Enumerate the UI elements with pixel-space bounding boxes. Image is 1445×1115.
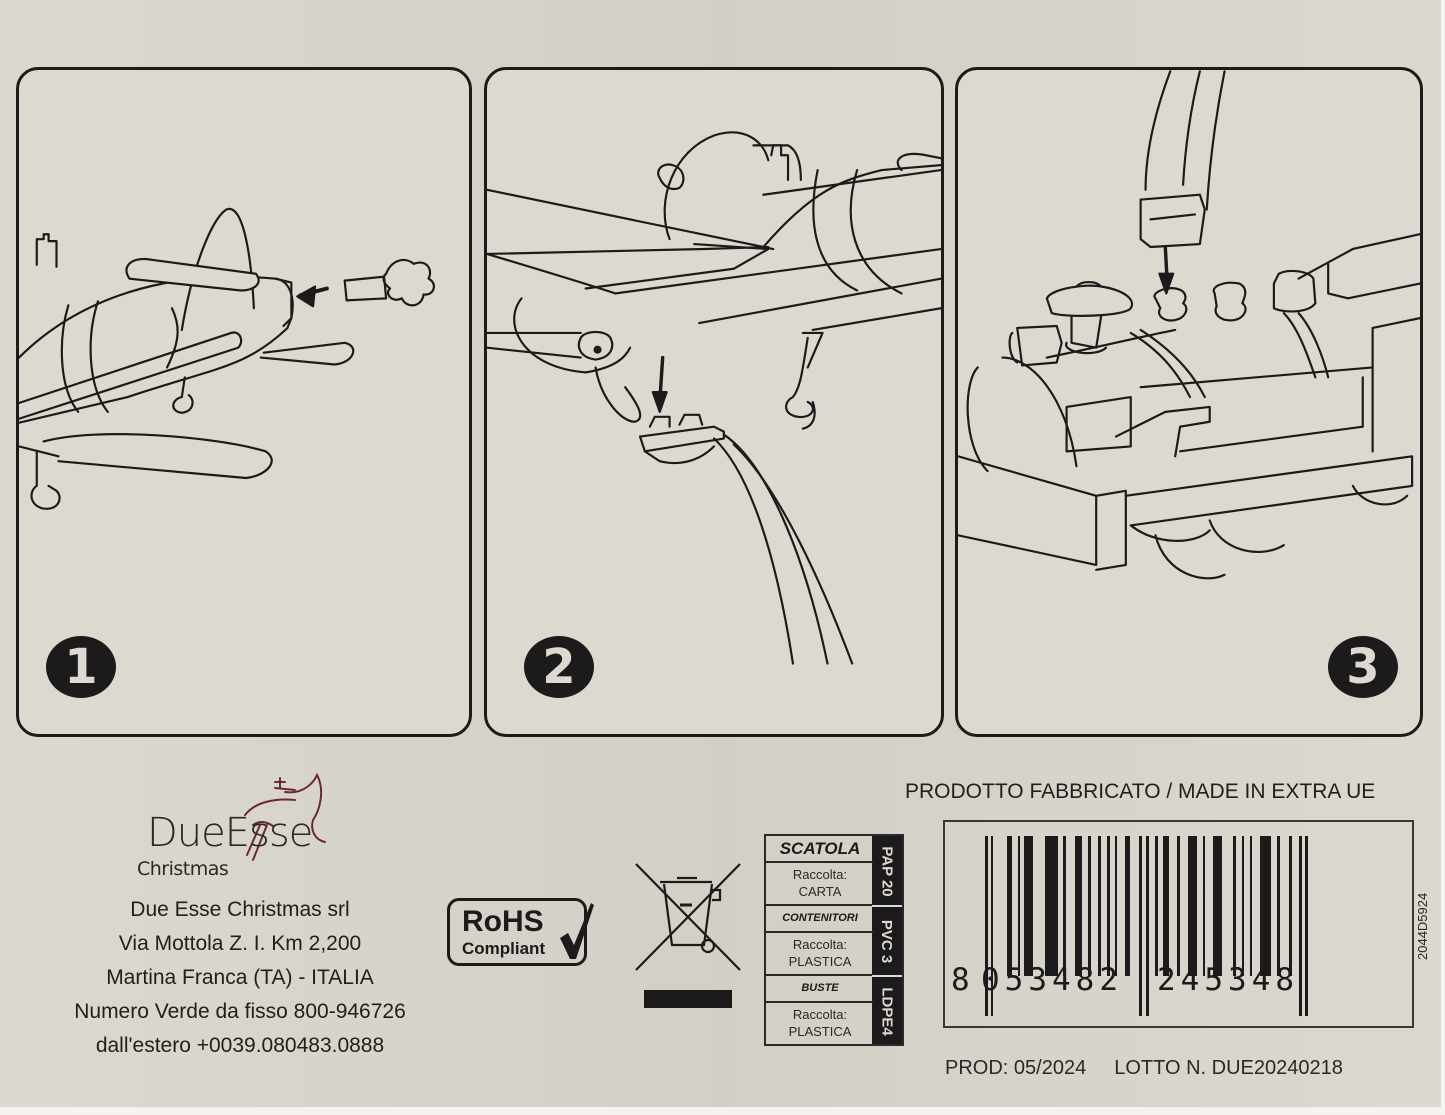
international-number: dall'estero +0039.080483.0888 (95, 1034, 385, 1057)
recycling-code: LDPE4 (878, 986, 896, 1036)
airplane-stand-illustration (487, 131, 941, 665)
dueesse-christmas-logo: DueEsse Christmas (135, 770, 335, 885)
collection-label: Raccolta: (792, 867, 848, 882)
barcode-bars (985, 836, 1308, 1016)
train-stand-illustration (958, 70, 1420, 580)
rohs-compliant-badge: RoHS Compliant (447, 898, 587, 966)
city-country: Martina Franca (TA) - ITALIA (106, 966, 374, 989)
recycling-code-column (872, 836, 902, 1044)
recycling-table: SCATOLA Raccolta: CARTA PAP 20 CONTENITO… (764, 834, 904, 1046)
made-in-label: PRODOTTO FABBRICATO / MADE IN EXTRA UE (905, 780, 1376, 803)
toll-free-number: Numero Verde da fisso 800-946726 (74, 1000, 406, 1023)
recycling-row-bags: BUSTE Raccolta: PLASTICA (766, 976, 874, 1046)
company-address: Due Esse Christmas srl Via Mottola Z. I.… (40, 893, 440, 1063)
photo-edge (0, 1107, 1445, 1115)
lot-number: LOTTO N. DUE20240218 (1114, 1057, 1343, 1079)
weee-bar (644, 990, 732, 1008)
recycling-code: PVC 3 (878, 919, 896, 963)
checkmark-icon (560, 903, 594, 959)
barcode-left-digits: 053482 (981, 962, 1123, 998)
production-info: PROD: 05/2024 LOTTO N. DUE20240218 (945, 1057, 1343, 1080)
recycling-item: CONTENITORI (766, 906, 874, 933)
instruction-panel-3: 3 (955, 67, 1423, 737)
recycling-row-containers: CONTENITORI Raccolta: PLASTICA (766, 906, 874, 976)
recycling-code: PAP 20 (878, 845, 896, 897)
barcode: 8 053482 245348 (943, 820, 1414, 1028)
side-code: 2044D5924 (1415, 892, 1430, 960)
step-number-badge: 2 (524, 636, 594, 698)
crossed-out-wheelie-bin-icon (635, 863, 741, 971)
rohs-title: RoHS (462, 905, 544, 938)
instruction-panel-1: 1 (16, 67, 472, 737)
reindeer-logo-icon (244, 772, 326, 861)
rohs-subtitle: Compliant (462, 939, 546, 958)
photo-edge (1441, 0, 1445, 1115)
collection-label: Raccolta: (792, 937, 848, 952)
recycling-row-box: SCATOLA Raccolta: CARTA (766, 836, 874, 906)
barcode-right-digits: 245348 (1157, 962, 1299, 998)
instruction-panel-2: 2 (484, 67, 944, 737)
recycling-item: BUSTE (766, 976, 874, 1003)
step-number-badge: 1 (46, 636, 116, 698)
street-address: Via Mottola Z. I. Km 2,200 (118, 932, 362, 955)
collection-type: CARTA (798, 884, 842, 899)
airplane-star-illustration (19, 207, 435, 510)
collection-type: PLASTICA (788, 954, 852, 969)
step-number-badge: 3 (1328, 636, 1398, 698)
collection-label: Raccolta: (792, 1007, 848, 1022)
logo-subtitle: Christmas (137, 858, 229, 880)
production-date: PROD: 05/2024 (945, 1057, 1087, 1079)
recycling-item: SCATOLA (766, 836, 874, 863)
barcode-first-digit: 8 (951, 962, 975, 998)
logo-wordmark: DueEsse (147, 810, 313, 856)
collection-type: PLASTICA (788, 1024, 852, 1039)
company-name: Due Esse Christmas srl (130, 898, 350, 921)
